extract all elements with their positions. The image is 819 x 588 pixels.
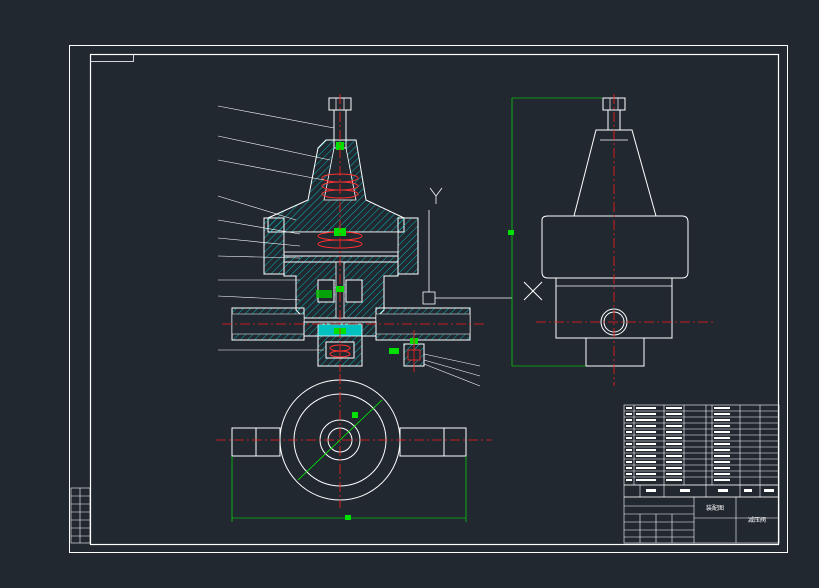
top-view [216, 374, 492, 522]
title-block-name: 装配图 [706, 504, 724, 512]
title-block-text-marks [626, 407, 774, 492]
margin-stamp-table [70, 487, 91, 544]
parts-list-table [623, 404, 780, 544]
side-view [508, 94, 714, 386]
title-block-drawing-no: 减压阀 [748, 516, 766, 524]
sheet-border [69, 45, 788, 553]
front-section-view [217, 94, 512, 387]
view-label-y: Y [0, 0, 10, 4]
